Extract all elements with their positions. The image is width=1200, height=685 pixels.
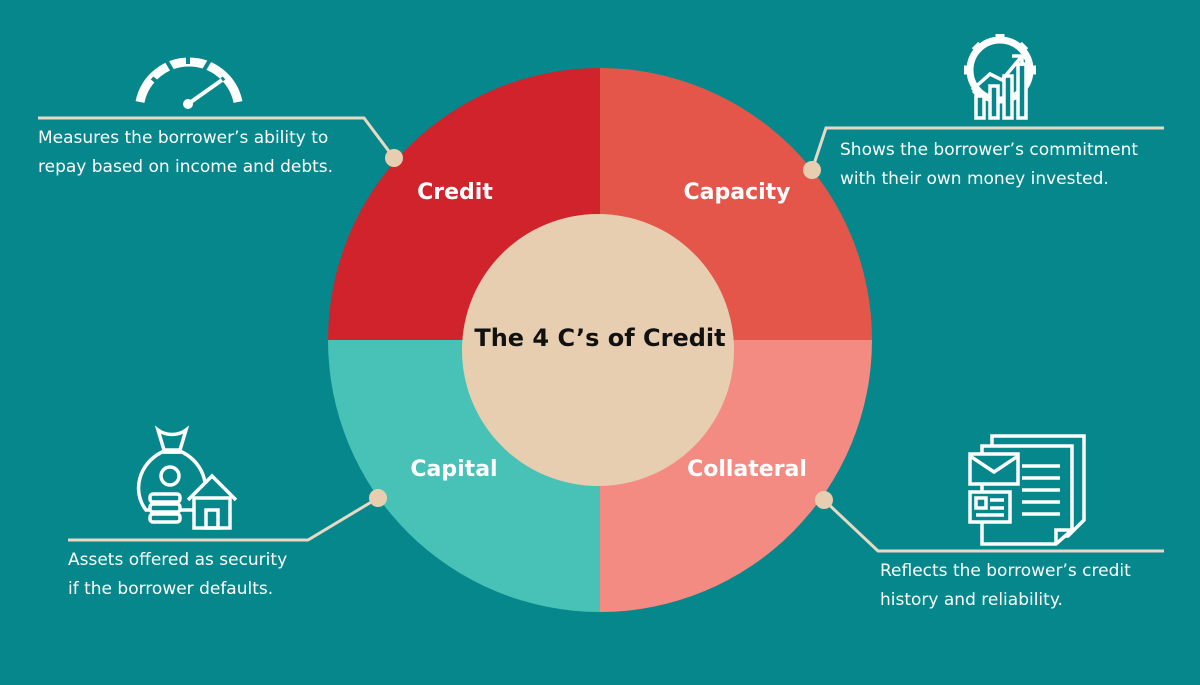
- connector-collateral: [822, 498, 1164, 553]
- connector-dot-collateral: [815, 491, 833, 509]
- connector-capacity: [810, 126, 1164, 171]
- description-credit: Measures the borrower’s ability to repay…: [38, 124, 333, 182]
- connector-dot-capital: [369, 489, 387, 507]
- speedometer-icon: [135, 52, 243, 109]
- description-line: with their own money invested.: [840, 169, 1109, 189]
- description-line: history and reliability.: [880, 590, 1063, 610]
- description-capital: Assets offered as security if the borrow…: [68, 546, 287, 604]
- documents-icon: [968, 434, 1086, 546]
- segment-label-credit: Credit: [417, 180, 493, 205]
- gear-growth-chart-icon: [964, 34, 1036, 120]
- description-line: Shows the borrower’s commitment: [840, 140, 1139, 160]
- description-line: Measures the borrower’s ability to: [38, 128, 329, 148]
- connector-credit: [38, 116, 396, 159]
- connector-dot-capacity: [803, 161, 821, 179]
- segment-label-capital: Capital: [410, 457, 497, 482]
- description-line: Reflects the borrower’s credit: [880, 561, 1131, 581]
- description-line: repay based on income and debts.: [38, 157, 334, 177]
- connector-capital: [68, 496, 379, 542]
- money-bag-house-icon: [136, 425, 238, 530]
- description-collateral: Reflects the borrower’s credit history a…: [880, 557, 1131, 615]
- description-line: Assets offered as security: [68, 550, 288, 570]
- center-title: The 4 C’s of Credit: [474, 324, 725, 352]
- segment-label-collateral: Collateral: [687, 457, 807, 482]
- connector-dot-credit: [385, 149, 403, 167]
- description-capacity: Shows the borrower’s commitment with the…: [840, 136, 1138, 194]
- description-line: if the borrower defaults.: [68, 579, 274, 599]
- center-disk: [462, 214, 734, 486]
- segment-label-capacity: Capacity: [683, 180, 790, 205]
